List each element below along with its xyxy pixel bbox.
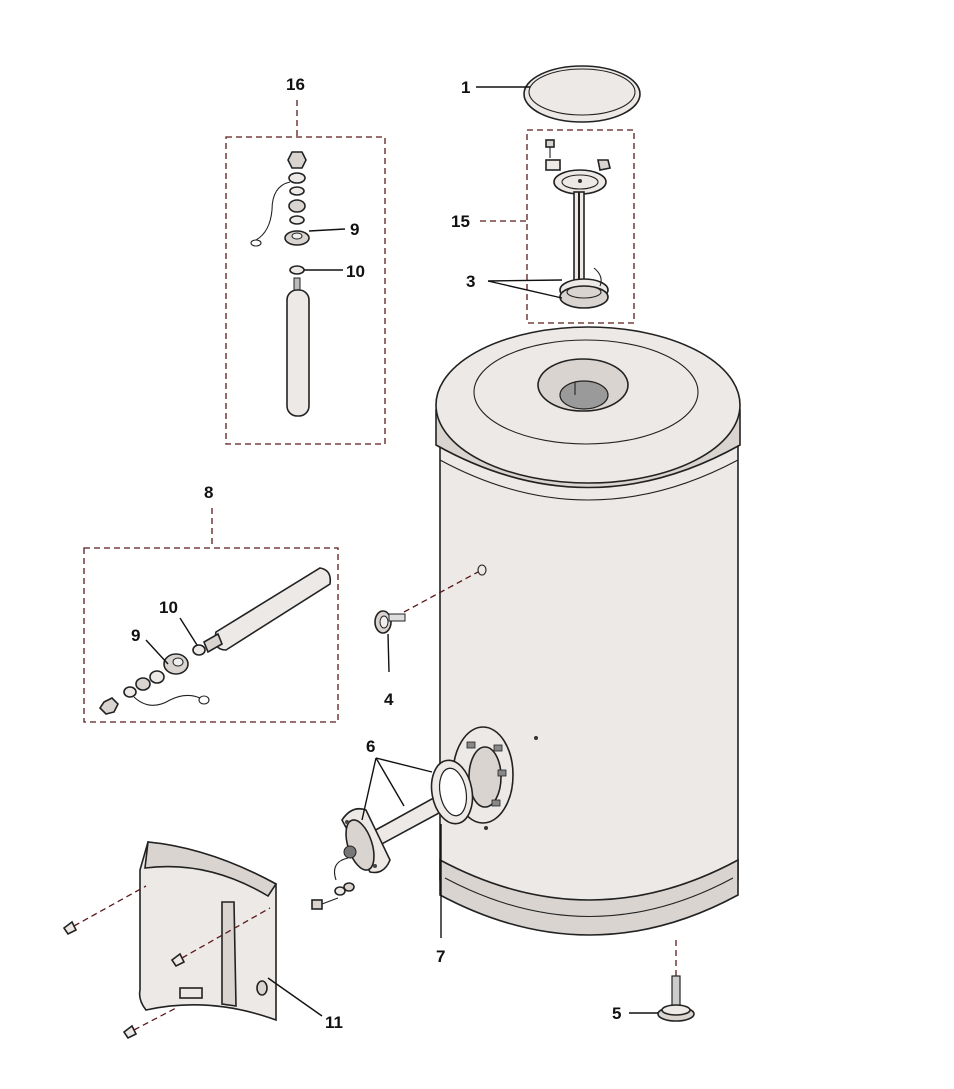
callout-10-upper: 10: [346, 262, 365, 281]
part-11-access-cover: 11: [62, 841, 343, 1040]
callout-7: 7: [436, 947, 445, 966]
part-5-leveling-foot: 5: [612, 940, 695, 1023]
callout-5: 5: [612, 1004, 621, 1023]
callout-16: 16: [286, 75, 305, 94]
callout-8: 8: [204, 483, 213, 502]
part-16-assembly: 16 9 10: [225, 75, 386, 445]
callout-4: 4: [384, 690, 394, 709]
callout-11: 11: [325, 1013, 343, 1032]
callout-9-lower: 9: [131, 626, 140, 645]
callout-9-upper: 9: [350, 220, 359, 239]
callout-1: 1: [461, 78, 470, 97]
callout-15: 15: [451, 212, 470, 231]
part-6-heating-element: 6 7: [311, 737, 474, 966]
callout-6: 6: [366, 737, 375, 756]
tank-body: [435, 326, 741, 936]
part-1-top-cover: 1: [461, 65, 641, 123]
callout-3: 3: [466, 272, 475, 291]
callout-10-lower: 10: [159, 598, 178, 617]
part-4-fitting: 4: [374, 571, 479, 709]
part-8-assembly: 8 10 9: [83, 483, 339, 723]
part-15-assembly: 15 3: [451, 129, 635, 324]
